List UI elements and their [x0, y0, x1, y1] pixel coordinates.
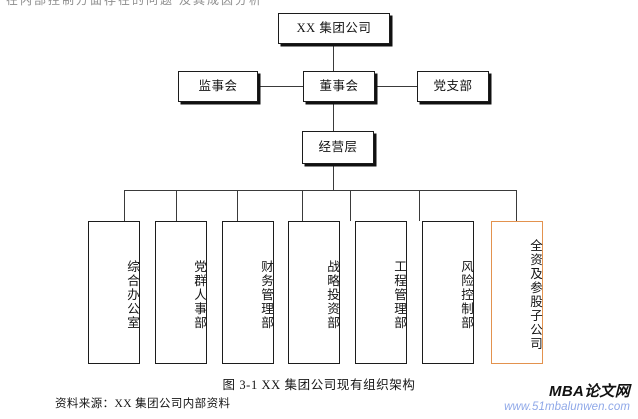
source-note: 资料来源：XX 集团公司内部资料 — [55, 398, 231, 410]
node-dept-general-office[interactable]: 综合办公室 — [88, 221, 140, 364]
connector-drop-dept-5 — [350, 190, 351, 221]
connector-drop-dept-4 — [302, 190, 303, 221]
node-dept-party-hr[interactable]: 党群人事部 — [155, 221, 207, 364]
connector-supervisory-to-board — [258, 86, 303, 87]
node-dept-strategy-investment[interactable]: 战略投资部 — [288, 221, 340, 364]
node-dept-subsidiaries[interactable]: 全资及参股子公司 — [491, 221, 543, 364]
connector-board-to-management — [333, 102, 334, 131]
connector-department-bus — [124, 190, 516, 191]
watermark: MBA论文网 www.51mbalunwen.com — [504, 384, 630, 413]
watermark-url: www.51mbalunwen.com — [504, 400, 630, 413]
node-board-of-directors[interactable]: 董事会 — [303, 71, 375, 102]
connector-drop-dept-3 — [237, 190, 238, 221]
node-dept-risk-control[interactable]: 风险控制部 — [422, 221, 474, 364]
org-chart: XX 集团公司 监事会 董事会 党支部 经营层 综合办公室 党群人事部 财务管理… — [88, 13, 543, 364]
cut-off-header-text: 在内部控制方面存在的问题 及其成因分析 — [6, 0, 264, 7]
connector-management-stem — [333, 164, 334, 190]
node-dept-finance[interactable]: 财务管理部 — [222, 221, 274, 364]
connector-drop-dept-6 — [419, 190, 420, 221]
node-group-company[interactable]: XX 集团公司 — [278, 13, 390, 44]
connector-drop-dept-1 — [124, 190, 125, 221]
connector-drop-dept-7 — [516, 190, 517, 221]
node-supervisory-board[interactable]: 监事会 — [178, 71, 258, 102]
node-dept-engineering[interactable]: 工程管理部 — [355, 221, 407, 364]
cut-off-header-sliver: 在内部控制方面存在的问题 及其成因分析 — [0, 0, 638, 8]
figure-caption: 图 3-1 XX 集团公司现有组织架构 — [222, 378, 416, 392]
connector-drop-dept-2 — [176, 190, 177, 221]
watermark-title: MBA论文网 — [549, 383, 630, 400]
connector-group-to-board — [333, 44, 334, 71]
node-party-branch[interactable]: 党支部 — [417, 71, 489, 102]
connector-board-to-party — [375, 86, 417, 87]
node-management-layer[interactable]: 经营层 — [302, 131, 374, 164]
